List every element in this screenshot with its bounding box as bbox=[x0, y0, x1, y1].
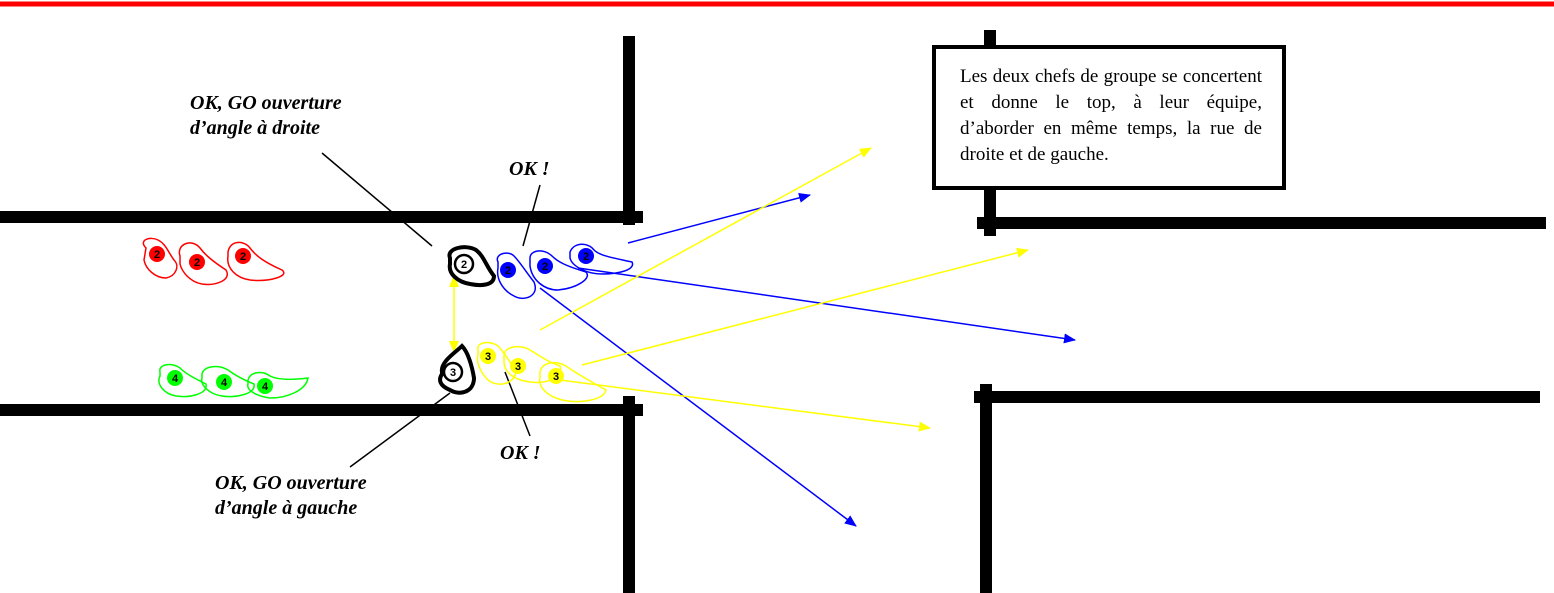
blue-member-token bbox=[537, 258, 553, 274]
green-member-token bbox=[216, 374, 232, 390]
green-member-outline bbox=[200, 365, 255, 398]
arrow-blue-2 bbox=[577, 267, 1076, 344]
yellow-member-mark: 3 bbox=[515, 361, 521, 373]
yellow-member-mark: 3 bbox=[553, 371, 559, 383]
arrow-yellow-1 bbox=[539, 147, 872, 331]
yellow-member-outline bbox=[538, 361, 607, 403]
team-red: 2 2 2 bbox=[142, 237, 285, 286]
callout-lines bbox=[321, 152, 541, 468]
red-member-outline bbox=[178, 242, 229, 286]
arrow-blue-3 bbox=[539, 287, 857, 527]
red-member-mark: 2 bbox=[240, 251, 246, 263]
annotation-bottom-left-line2: d’angle à gauche bbox=[215, 497, 358, 519]
red-member-token bbox=[149, 246, 165, 262]
info-box-text: Les deux chefs de groupe se concertent e… bbox=[960, 66, 1262, 165]
blue-member-mark: 2 bbox=[505, 265, 511, 277]
yellow-member-outline bbox=[476, 341, 517, 385]
movement-arrows bbox=[449, 147, 1076, 527]
team-yellow: 3 3 3 bbox=[476, 341, 607, 403]
leader-top-outline bbox=[447, 245, 497, 287]
annotation-top-right: OK ! bbox=[509, 158, 550, 180]
arrow-yellow-3 bbox=[559, 379, 931, 432]
arrow-blue-1 bbox=[627, 192, 811, 244]
green-member-token bbox=[167, 370, 183, 386]
green-member-token bbox=[257, 378, 273, 394]
yellow-member-token bbox=[480, 348, 496, 364]
red-member-token bbox=[235, 248, 251, 264]
red-member-outline bbox=[227, 241, 285, 282]
annotation-top-left-line1: OK, GO ouverture bbox=[190, 92, 342, 114]
leader-bottom-mark: 3 bbox=[450, 367, 456, 379]
red-member-token bbox=[189, 254, 205, 270]
green-member-mark: 4 bbox=[262, 381, 269, 393]
callout-line-top-left bbox=[321, 152, 433, 247]
annotation-top-left-line2: d’angle à droite bbox=[190, 117, 320, 139]
blue-member-token bbox=[578, 248, 594, 264]
green-member-outline bbox=[158, 363, 207, 398]
red-member-outline bbox=[142, 237, 178, 279]
red-member-mark: 2 bbox=[154, 249, 160, 261]
blue-member-token bbox=[500, 262, 516, 278]
annotation-bottom-right: OK ! bbox=[500, 442, 541, 464]
info-box: Les deux chefs de groupe se concertent e… bbox=[932, 45, 1286, 190]
team-blue: 2 2 2 bbox=[496, 243, 634, 300]
yellow-member-token bbox=[548, 368, 564, 384]
blue-member-outline bbox=[569, 243, 634, 275]
green-member-mark: 4 bbox=[221, 377, 228, 389]
annotation-bottom-left-line1: OK, GO ouverture bbox=[215, 472, 367, 494]
callout-line-bottom-left bbox=[349, 392, 451, 468]
street-walls-left bbox=[0, 36, 643, 593]
green-member-outline bbox=[247, 371, 309, 399]
blue-member-mark: 2 bbox=[542, 261, 548, 273]
yellow-member-outline bbox=[503, 345, 562, 384]
leader-top-mark: 2 bbox=[461, 259, 467, 271]
leader-bottom-outline bbox=[438, 343, 477, 395]
blue-member-mark: 2 bbox=[583, 251, 589, 263]
team-green: 4 4 4 bbox=[158, 363, 309, 399]
arrow-yellow-2 bbox=[581, 247, 1029, 366]
leader-bottom-head bbox=[442, 361, 464, 383]
annotation-top-left: OK, GO ouverture d’angle à droite bbox=[190, 91, 342, 141]
leader-top-head bbox=[453, 253, 475, 275]
yellow-member-token bbox=[510, 358, 526, 374]
blue-member-outline bbox=[496, 252, 537, 300]
green-member-mark: 4 bbox=[172, 373, 179, 385]
yellow-member-mark: 3 bbox=[485, 351, 491, 363]
annotation-bottom-left: OK, GO ouverture d’angle à gauche bbox=[215, 471, 367, 521]
group-leaders: 2 3 bbox=[438, 245, 497, 395]
callout-line-top-right bbox=[522, 184, 541, 247]
red-member-mark: 2 bbox=[194, 257, 200, 269]
